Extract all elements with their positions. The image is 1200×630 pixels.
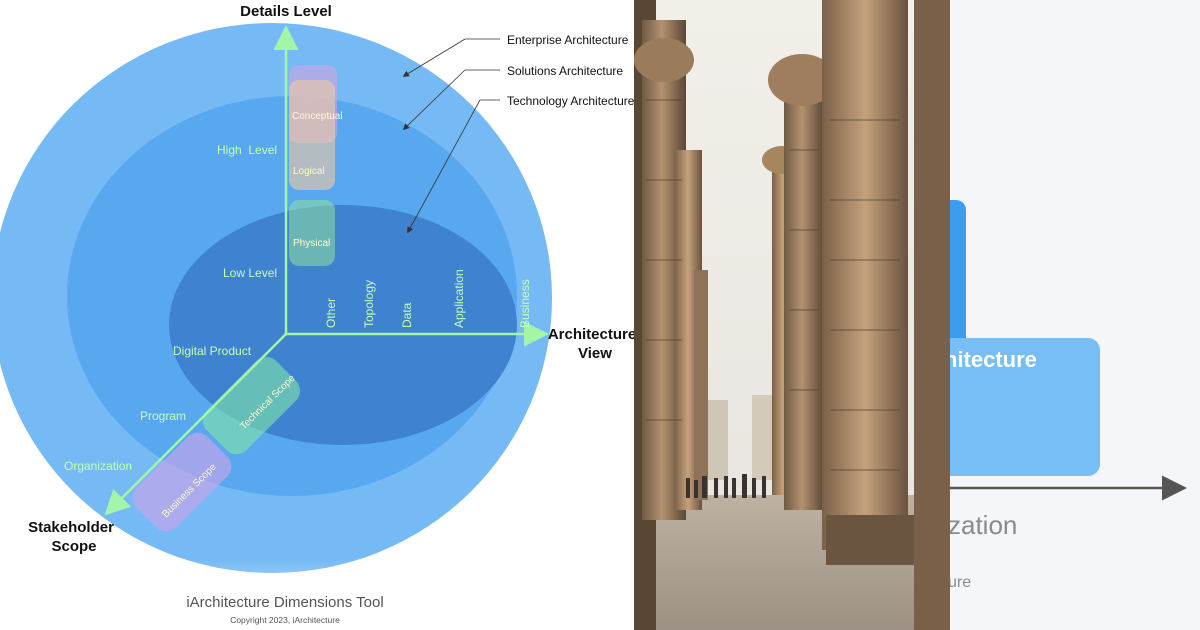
legend-solutions: Solutions Architecture bbox=[507, 64, 623, 78]
column-right-mid bbox=[784, 60, 824, 510]
column-right-edge bbox=[914, 0, 950, 630]
footer-copyright: Copyright 2023, iArchitecture bbox=[230, 615, 340, 625]
level-high: High Level bbox=[217, 143, 277, 157]
architecture-view-title-2: View bbox=[578, 345, 612, 362]
scope-program: Program bbox=[140, 409, 186, 423]
fragment-organization-text: zation bbox=[950, 510, 1017, 540]
legend-technology: Technology Architecture bbox=[507, 94, 634, 108]
capital-left-2 bbox=[634, 38, 694, 82]
scope-digital-product: Digital Product bbox=[173, 344, 252, 358]
temple-photo-svg bbox=[634, 0, 950, 630]
fragment-svg: hitecture zation ure bbox=[950, 0, 1200, 630]
dimensions-diagram: Details Level Architecture View Stakehol… bbox=[0, 3, 634, 630]
physical-block bbox=[289, 200, 335, 266]
column-right-big bbox=[822, 0, 908, 550]
logical-block bbox=[289, 80, 335, 190]
tourists bbox=[686, 474, 766, 498]
stakeholder-scope-title-1: Stakeholder bbox=[28, 519, 114, 536]
physical-label: Physical bbox=[293, 238, 330, 249]
capital-right-mid bbox=[768, 54, 836, 106]
view-other: Other bbox=[324, 298, 338, 328]
level-low: Low Level bbox=[223, 266, 277, 280]
view-business: Business bbox=[518, 279, 532, 328]
stakeholder-scope-axis bbox=[104, 333, 287, 516]
technical-scope-block bbox=[202, 356, 301, 455]
enterprise-pointer-diag bbox=[402, 38, 466, 77]
architecture-view-title-1: Architecture bbox=[548, 326, 634, 343]
stakeholder-scope-title-2: Scope bbox=[51, 538, 96, 555]
conceptual-label: Conceptual bbox=[292, 111, 343, 122]
view-topology: Topology bbox=[362, 280, 376, 328]
footer-fade bbox=[0, 560, 634, 630]
details-level-title: Details Level bbox=[240, 3, 332, 20]
fragment-architecture-text: hitecture bbox=[950, 347, 1037, 372]
fragment-bg bbox=[950, 0, 1200, 630]
cropped-architecture-fragment: hitecture zation ure bbox=[950, 0, 1200, 630]
solutions-pointer-diag bbox=[402, 69, 466, 131]
column-right-big-base bbox=[826, 515, 926, 565]
view-data: Data bbox=[400, 302, 414, 328]
business-scope-block bbox=[132, 432, 232, 532]
legend-enterprise: Enterprise Architecture bbox=[507, 33, 629, 47]
fragment-blue-tall bbox=[950, 200, 966, 350]
column-left-4 bbox=[694, 270, 708, 500]
logical-label: Logical bbox=[293, 166, 325, 177]
view-application: Application bbox=[452, 269, 466, 328]
carvings bbox=[646, 99, 900, 471]
fragment-blue-box bbox=[950, 338, 1100, 476]
technology-pointer-diag bbox=[407, 99, 481, 234]
temple-columns-photo bbox=[634, 0, 950, 630]
scope-organization: Organization bbox=[64, 459, 132, 473]
fragment-small-text: ure bbox=[950, 574, 971, 591]
footer-title: iArchitecture Dimensions Tool bbox=[186, 594, 383, 611]
dimensions-diagram-panel: Details Level Architecture View Stakehol… bbox=[0, 3, 634, 630]
